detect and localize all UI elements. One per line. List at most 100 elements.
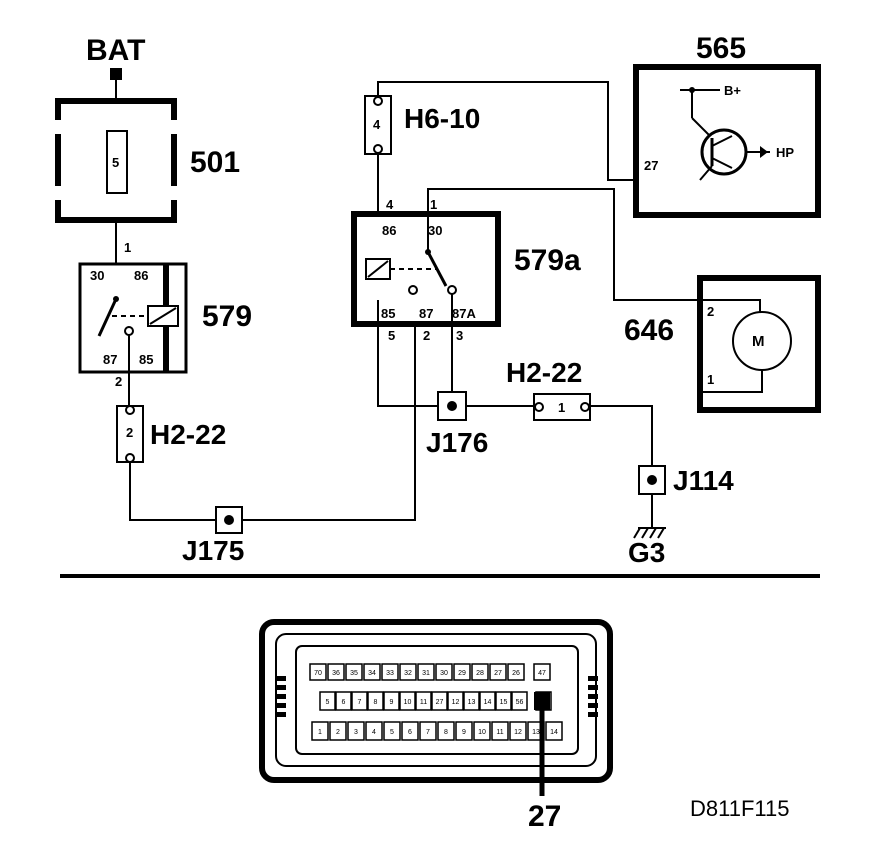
pin-cell xyxy=(351,691,368,711)
pin-cell-label: 1 xyxy=(318,729,322,736)
fuse-box-501: 5 501 1 xyxy=(50,98,240,255)
pin-cell-label: 5 xyxy=(326,699,330,706)
pin-cell xyxy=(417,663,435,681)
relay-579-pin-87: 87 xyxy=(103,352,117,367)
module-565-bplus: B+ xyxy=(724,83,741,98)
motor-646-id: 646 xyxy=(624,314,674,347)
motor-646-pin-top: 2 xyxy=(707,304,714,319)
pin-cell-label: 8 xyxy=(374,699,378,706)
relay-579a-wire-b1: 5 xyxy=(388,328,395,343)
pin-cell xyxy=(431,691,448,711)
connector-h2-22-right: 1 H2-22 xyxy=(506,357,591,421)
pin-cell-label: 36 xyxy=(332,670,340,677)
ground-label: G3 xyxy=(628,537,665,568)
pin-cell-label: 26 xyxy=(512,670,520,677)
pin-cell xyxy=(471,663,489,681)
wire-j175-87 xyxy=(242,310,416,521)
pin-cell-label: 10 xyxy=(404,699,412,706)
connector-h2-22-left: 2 H2-22 xyxy=(116,405,226,463)
junction-j176-label: J176 xyxy=(426,427,488,458)
pin-cell-label: 8 xyxy=(444,729,448,736)
pin-cell xyxy=(363,663,381,681)
figure-code: D811F115 xyxy=(690,796,789,821)
pin-cell xyxy=(399,663,417,681)
relay-579a-pin-86: 86 xyxy=(382,223,396,238)
pin-cell xyxy=(367,691,384,711)
fuse-element xyxy=(106,130,128,194)
pin-cell xyxy=(383,721,401,741)
pin-cell xyxy=(511,691,528,711)
pin-cell xyxy=(365,721,383,741)
pin-cell-label: 35 xyxy=(350,670,358,677)
pin-cell-label: 7 xyxy=(358,699,362,706)
pin-cell-label: 9 xyxy=(462,729,466,736)
pin-cell-label: 2 xyxy=(336,729,340,736)
pin-cell xyxy=(435,663,453,681)
pin-cell-label: 7 xyxy=(426,729,430,736)
connector-h6-10: 4 H6-10 xyxy=(364,95,480,155)
junction-j176: J176 xyxy=(426,391,488,458)
fuse-out-pin: 1 xyxy=(124,240,131,255)
junction-j114-label: J114 xyxy=(673,465,734,496)
motor-646: 646 M 2 1 xyxy=(624,275,821,413)
pin-cell xyxy=(419,721,437,741)
pin-cell-label: 13 xyxy=(468,699,476,706)
relay-579a-pin-85: 85 xyxy=(381,306,395,321)
pin-cell xyxy=(545,721,563,741)
module-565: 565 B+ HP 27 xyxy=(633,32,821,218)
pin-cell xyxy=(491,721,509,741)
pin-cell-label: 70 xyxy=(314,670,322,677)
pin-cell xyxy=(415,691,432,711)
highlighted-pin xyxy=(534,692,550,710)
pin-cell xyxy=(447,691,464,711)
pin-cell xyxy=(381,663,399,681)
pin-cell-label: 11 xyxy=(420,699,427,706)
connector-h6-10-pin: 4 xyxy=(373,117,381,132)
pin-cell xyxy=(335,691,352,711)
module-565-hp: HP xyxy=(776,145,794,160)
connector-h2-22-right-pin: 1 xyxy=(558,400,565,415)
fuse-number: 5 xyxy=(112,155,119,170)
junction-j175-label: J175 xyxy=(182,535,244,566)
pin-cell-label: 6 xyxy=(342,699,346,706)
pin-cell xyxy=(309,663,327,681)
pin-cell-label: 27 xyxy=(494,670,502,677)
wire-h222-j114 xyxy=(589,405,653,468)
pin-cell-label: 32 xyxy=(404,670,412,677)
pin-cell xyxy=(437,721,455,741)
pin-cell xyxy=(507,663,525,681)
relay-579-pin-30: 30 xyxy=(90,268,104,283)
relay-579a-wire-b3: 3 xyxy=(456,328,463,343)
pin-cell xyxy=(383,691,400,711)
pin-cell xyxy=(345,663,363,681)
relay-579-id: 579 xyxy=(202,300,252,333)
pin-cell-label: 12 xyxy=(514,729,522,736)
pin-cell xyxy=(329,721,347,741)
pin-cell-label: 15 xyxy=(500,699,508,706)
pin-cell-label: 31 xyxy=(422,670,430,677)
ground-g3: G3 xyxy=(628,527,666,568)
pin-cell-label: 14 xyxy=(484,699,492,706)
connector-h6-10-label: H6-10 xyxy=(404,103,480,134)
relay-579a-wire-top-right: 1 xyxy=(430,197,437,212)
relay-579a-pin-30: 30 xyxy=(428,223,442,238)
latch-right xyxy=(588,676,598,717)
pin-cell xyxy=(399,691,416,711)
latch-left xyxy=(276,676,286,717)
junction-j114: J114 xyxy=(638,465,734,496)
relay-579: 30 86 87 85 579 2 xyxy=(78,262,252,406)
relay-579a-wire-top-left: 4 xyxy=(386,197,394,212)
pin-cell xyxy=(495,691,512,711)
pin-cell-label: 34 xyxy=(368,670,376,677)
pin-cell-label: 27 xyxy=(436,699,444,706)
connector-h2-22-right-label: H2-22 xyxy=(506,357,582,388)
wire-h222-j175 xyxy=(129,462,218,521)
pin-cell-label: 56 xyxy=(516,699,524,706)
pin-cell xyxy=(401,721,419,741)
connector-h2-22-left-label: H2-22 xyxy=(150,419,226,450)
relay-579a: 4 1 86 30 85 87 87A 579a 5 2 3 xyxy=(351,197,581,343)
